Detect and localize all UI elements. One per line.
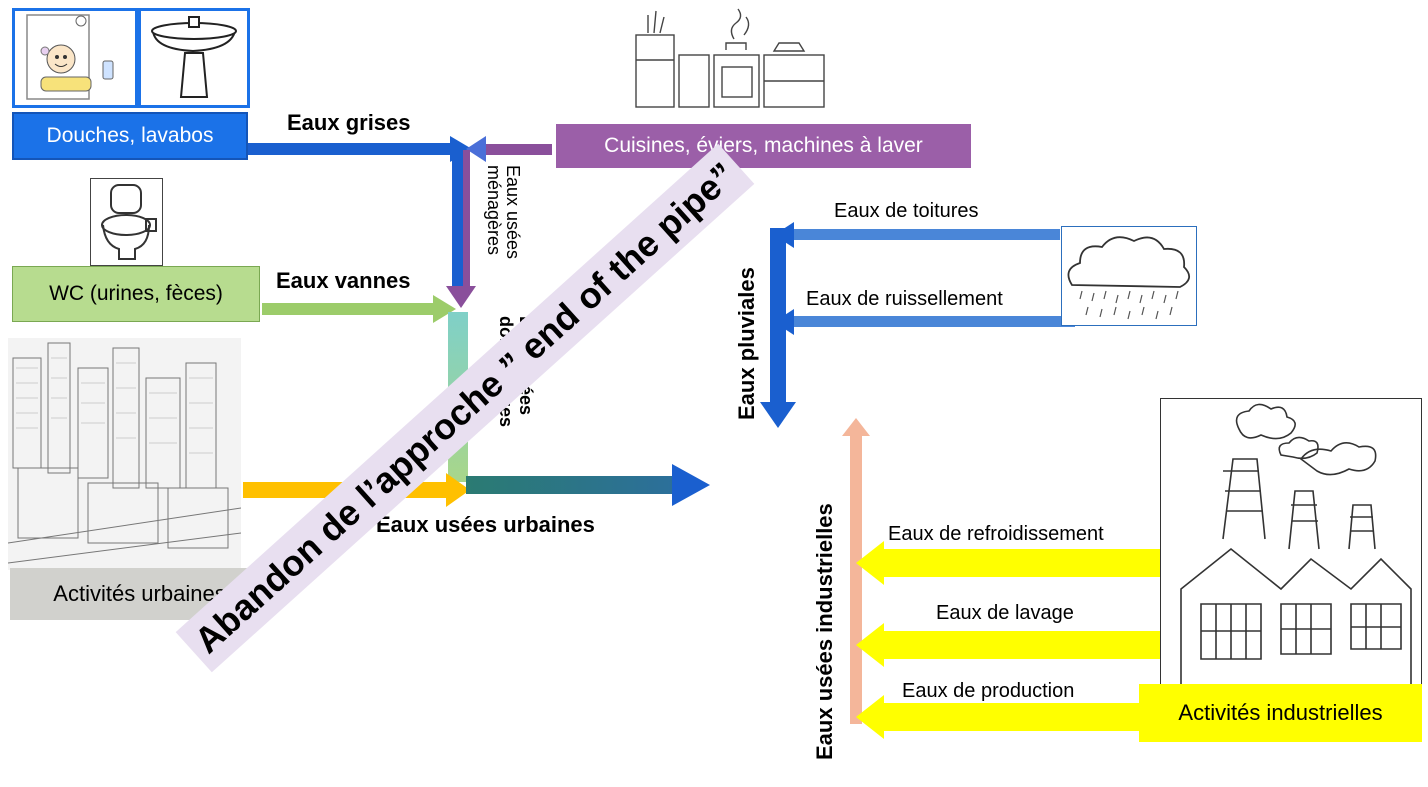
label-eaux-de-refroidissement: Eaux de refroidissement: [888, 523, 1104, 545]
arrow-eaux-grises: [245, 136, 472, 162]
factory-icon: [1160, 398, 1422, 704]
source-douches-lavabos: Douches, lavabos: [12, 112, 248, 160]
arrow-eaux-de-refroidissement: [856, 541, 1165, 585]
arrow-eaux-usees-industrielles: [842, 418, 870, 724]
label-eaux-usees-industrielles: Eaux usées industrielles: [812, 503, 837, 760]
arrow-eaux-de-toitures: [774, 222, 1060, 248]
bath-icon: [12, 8, 138, 108]
arrow-eaux-usees-urbaines: [466, 464, 710, 506]
arrow-eaux-de-ruissellement: [774, 309, 1075, 335]
label-eaux-usees-menageres-text: Eaux usées ménagères: [484, 165, 523, 260]
toilet-icon: [90, 178, 163, 266]
kitchen-icon: [634, 5, 834, 113]
city-icon: [8, 338, 241, 570]
label-eaux-de-production: Eaux de production: [902, 680, 1075, 702]
label-eaux-pluviales: Eaux pluviales: [734, 267, 759, 420]
label-eaux-de-lavage: Eaux de lavage: [936, 602, 1074, 624]
source-activites-industrielles: Activités industrielles: [1139, 684, 1422, 742]
label-eaux-vannes: Eaux vannes: [276, 268, 411, 293]
rain-cloud-icon: [1061, 226, 1197, 326]
source-cuisines: Cuisines, éviers, machines à laver: [556, 124, 971, 168]
label-eaux-usees-urbaines: Eaux usées urbaines: [376, 512, 595, 537]
sink-icon: [138, 8, 250, 108]
source-wc: WC (urines, fèces): [12, 266, 260, 322]
label-eaux-de-ruissellement: Eaux de ruissellement: [806, 288, 1003, 310]
arrow-eaux-vannes: [262, 295, 456, 323]
arrow-eaux-pluviales: [760, 228, 796, 428]
arrow-eaux-usees-menageres: [446, 150, 476, 308]
label-eaux-de-toitures: Eaux de toitures: [834, 200, 979, 222]
label-eaux-grises: Eaux grises: [287, 110, 411, 135]
arrow-eaux-de-production: [856, 695, 1150, 739]
arrow-cuisines: [466, 136, 552, 162]
arrow-eaux-de-lavage: [856, 623, 1165, 667]
